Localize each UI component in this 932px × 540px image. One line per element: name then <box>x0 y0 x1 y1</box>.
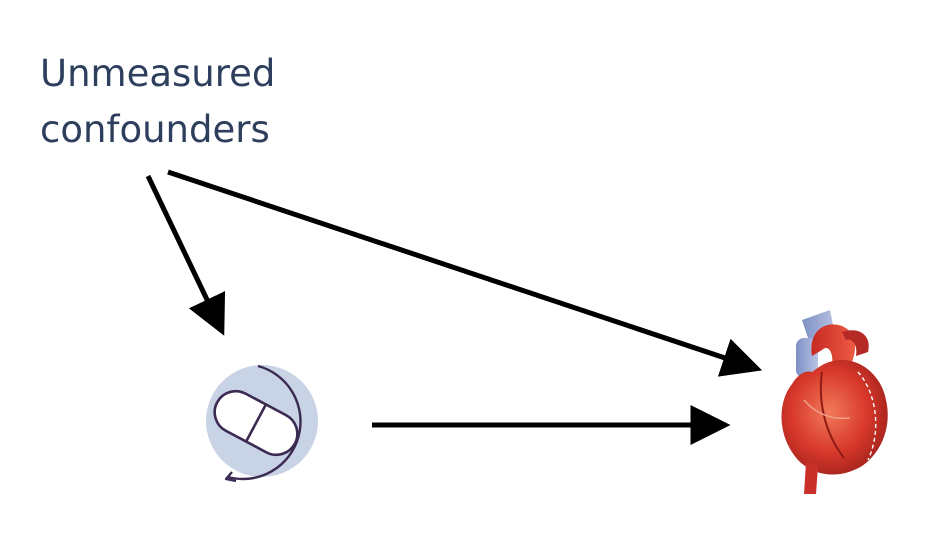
pill-cycle-icon <box>206 364 318 483</box>
confounders-label-line1: Unmeasured <box>40 52 276 95</box>
heart-icon <box>781 310 888 494</box>
confounders-label: Unmeasured confounders <box>40 46 340 158</box>
arrow-confounders-to-treatment <box>145 174 226 336</box>
confounders-label-line2: confounders <box>40 108 270 151</box>
arrow-confounders-to-outcome <box>167 169 763 377</box>
